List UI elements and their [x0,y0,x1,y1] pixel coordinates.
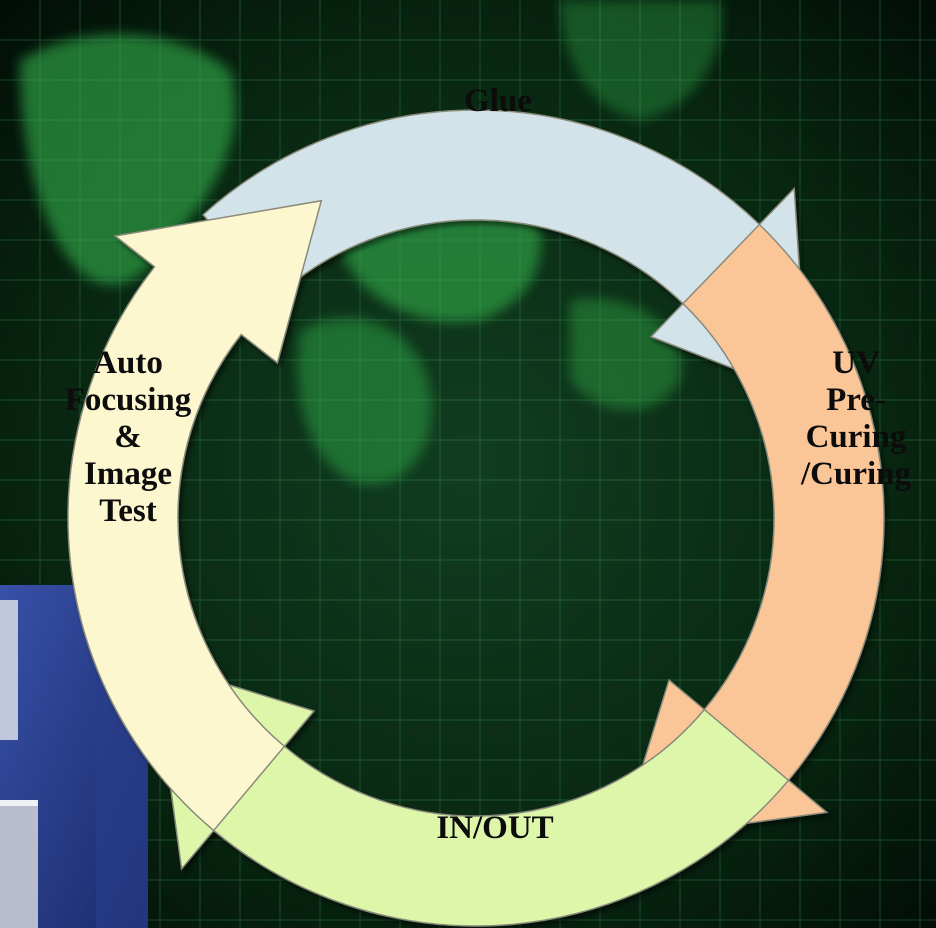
step-label-auto-focusing: Auto Focusing & Image Test [38,345,218,530]
step-uv-line-4: /Curing [800,456,912,492]
step-autofocus-line-2: Focusing [64,382,192,418]
cycle-arrow-uv [618,223,885,842]
step-uv-line-3: Curing [805,419,907,455]
step-label-glue: Glue [398,83,598,120]
step-autofocus-line-1: Auto [93,345,163,381]
step-uv-line-1: UV [832,345,880,381]
step-autofocus-line-3: & [114,419,142,455]
step-inout-line-1: IN/OUT [436,810,554,846]
step-label-uv-curing: UV Pre- Curing /Curing [776,345,936,493]
step-uv-line-2: Pre- [826,382,886,418]
step-autofocus-line-4: Image [84,456,172,492]
step-glue-line-1: Glue [464,83,532,119]
step-autofocus-line-5: Test [99,493,157,529]
step-label-in-out: IN/OUT [395,810,595,847]
cycle-arrow-autofocus [67,199,323,832]
